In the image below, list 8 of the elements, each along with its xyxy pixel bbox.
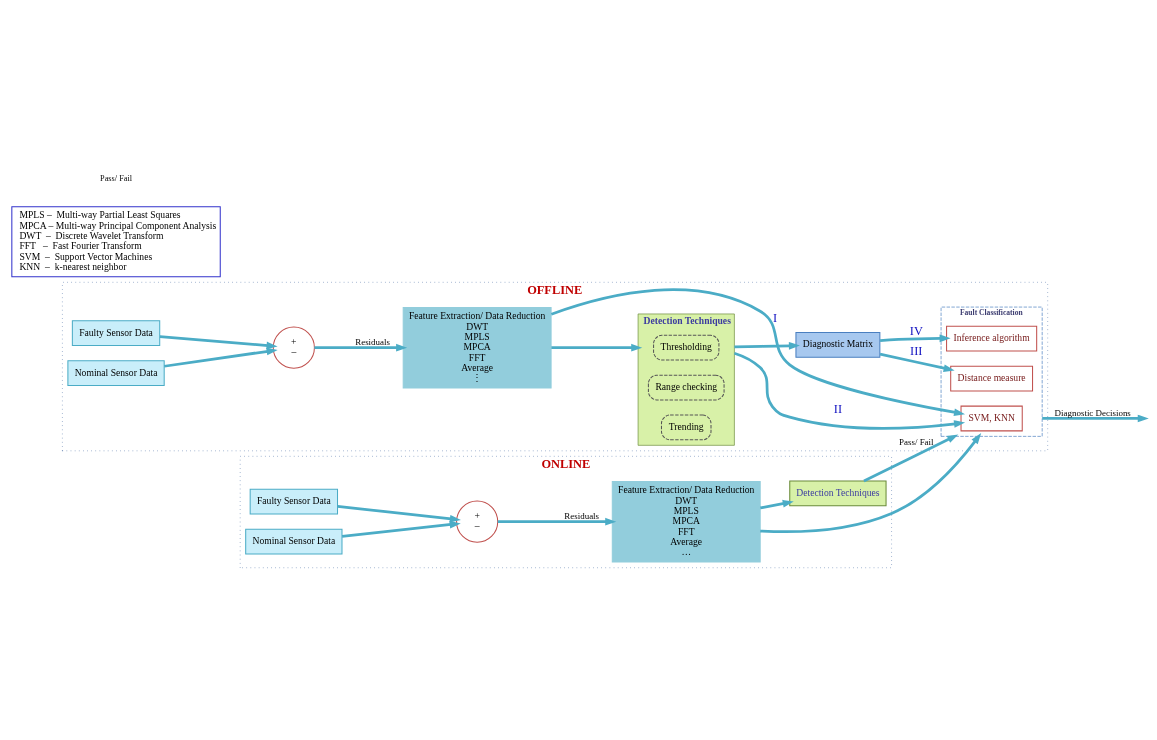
edge-label: IV <box>909 323 923 338</box>
edge-label: Residuals <box>355 337 390 348</box>
edge-label: Residuals <box>564 511 600 522</box>
edge-label: Diagnostic Decisions <box>1054 408 1131 419</box>
edge-label: III <box>910 344 923 359</box>
edge-label: Pass/ Fail <box>899 436 934 447</box>
edge-label: II <box>833 402 843 417</box>
edge-label: I <box>772 310 778 325</box>
